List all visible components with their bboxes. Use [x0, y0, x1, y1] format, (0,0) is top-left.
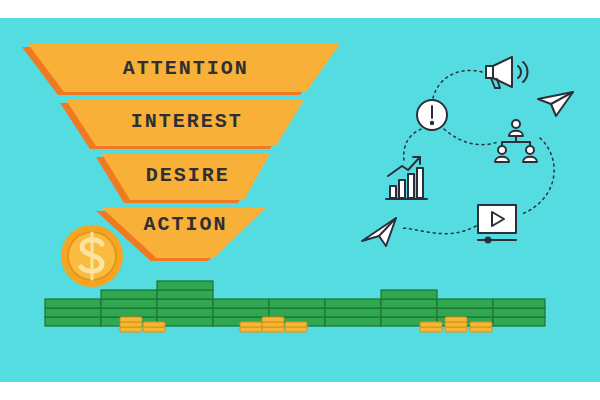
stage-label: INTEREST [129, 110, 245, 134]
dollar-symbol-bar [91, 233, 94, 279]
band-fill [28, 44, 340, 92]
banknote [101, 299, 157, 308]
gold-coin [445, 317, 467, 322]
icons [362, 57, 573, 246]
banknote [493, 299, 545, 308]
band-fill [66, 100, 304, 146]
org-chart-icon [495, 120, 537, 162]
dotted-path [433, 70, 482, 98]
gold-coin [262, 317, 284, 322]
funnel-band: DESIRE [96, 154, 270, 203]
gold-coin [240, 327, 262, 332]
banknote [437, 317, 493, 326]
megaphone-icon [486, 57, 528, 88]
stage-label: DESIRE [144, 164, 232, 188]
paper-plane-icon [538, 92, 573, 116]
gold-coin [262, 327, 284, 332]
banknote [269, 299, 325, 308]
gold-coin [285, 322, 307, 327]
banknote [45, 308, 101, 317]
gold-coin [445, 322, 467, 327]
funnel-band: ATTENTION [22, 44, 340, 95]
bar-chart-icon [386, 157, 427, 199]
banknote [381, 308, 437, 317]
banknote [213, 317, 269, 326]
banknote [493, 317, 545, 326]
dotted-path [444, 129, 498, 145]
banknote [157, 290, 213, 299]
banknote [101, 308, 157, 317]
banknote [45, 317, 101, 326]
banknote [101, 290, 157, 299]
coin-face [68, 232, 116, 280]
coin-icon [61, 225, 123, 287]
banknote [213, 299, 269, 308]
stage-label: ATTENTION [121, 57, 251, 81]
money-stacks [45, 281, 545, 332]
dotted-path [404, 128, 424, 160]
gold-coin [240, 322, 262, 327]
band-fill [102, 208, 265, 258]
banknote [157, 308, 213, 317]
dotted-paths [400, 70, 554, 233]
paper-plane-icon [362, 218, 396, 246]
gold-coin [120, 327, 142, 332]
banknote [157, 299, 213, 308]
funnel-band: INTEREST [60, 100, 304, 149]
coin-rim [61, 225, 123, 287]
background-panel [0, 18, 600, 382]
gold-coin [143, 322, 165, 327]
banknote [381, 299, 437, 308]
gold-coin [470, 327, 492, 332]
banknote [437, 299, 493, 308]
gold-coin [420, 327, 442, 332]
dotted-path [522, 138, 554, 214]
alert-icon [417, 100, 447, 130]
gold-coin [285, 327, 307, 332]
banknote [325, 299, 381, 308]
gold-coin [420, 322, 442, 327]
gold-coin [262, 322, 284, 327]
banknote [493, 308, 545, 317]
band-fill [102, 154, 270, 200]
banknote [269, 308, 325, 317]
gold-coin [120, 322, 142, 327]
banknote [213, 308, 269, 317]
banknote [157, 281, 213, 290]
banknote [45, 299, 101, 308]
funnel-band: ACTION [96, 208, 265, 261]
banknote [325, 317, 381, 326]
dotted-path [400, 226, 476, 234]
gold-coin [143, 327, 165, 332]
video-player-icon [478, 205, 516, 243]
banknote [381, 290, 437, 299]
stage-label: ACTION [142, 213, 230, 237]
gold-coin [445, 327, 467, 332]
banknote [325, 308, 381, 317]
gold-coin [470, 322, 492, 327]
banknote [437, 308, 493, 317]
gold-coin [120, 317, 142, 322]
